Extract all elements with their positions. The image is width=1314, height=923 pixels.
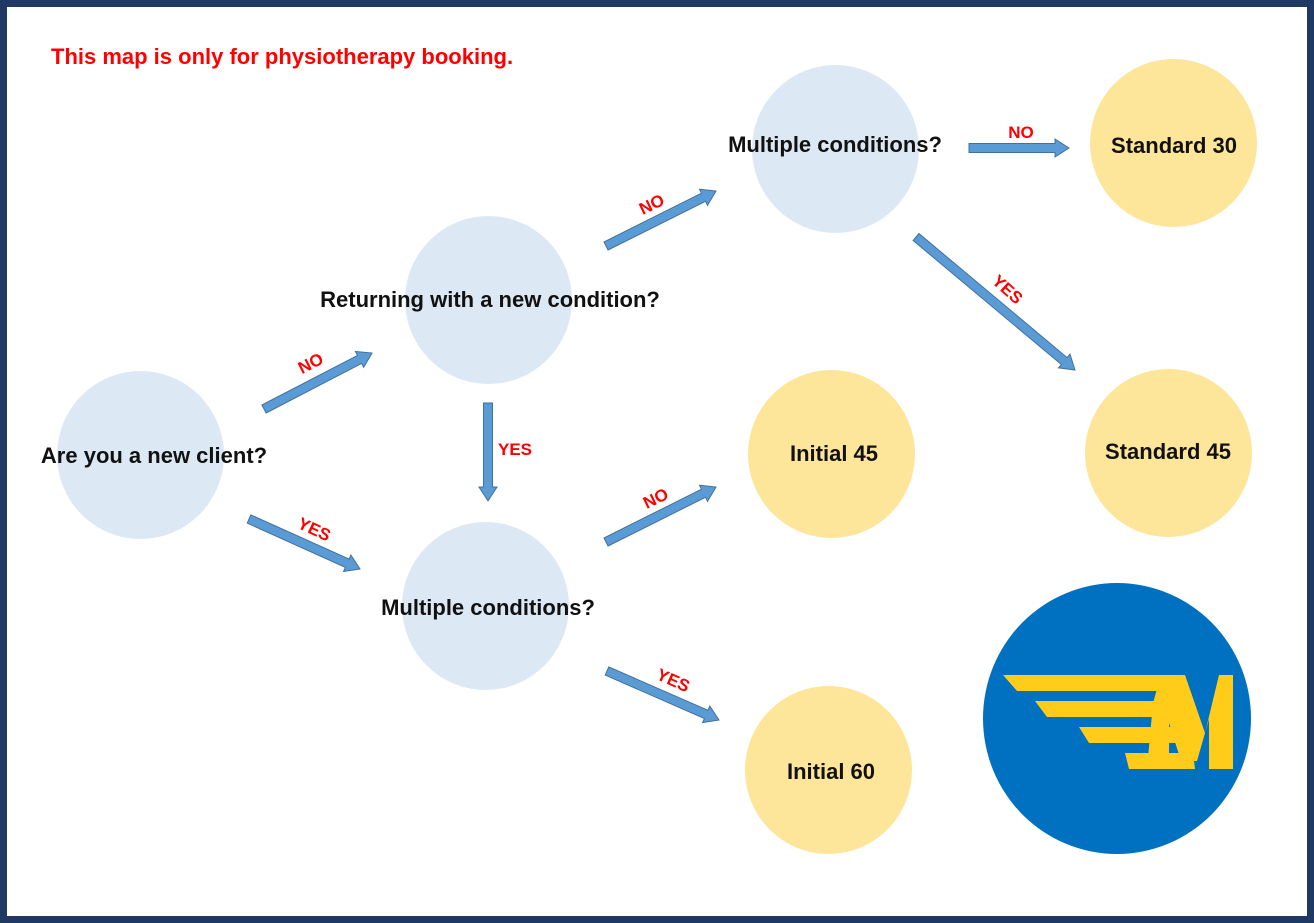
arrow-returning-no xyxy=(603,188,717,251)
node-multiple-bottom-circle xyxy=(402,522,569,690)
node-returning-circle xyxy=(405,216,572,384)
node-new-client-circle xyxy=(57,371,224,539)
node-new-client-label: Are you a new client? xyxy=(40,443,268,468)
arrow-multiple-bottom-no xyxy=(603,484,717,547)
arrow-returning-yes xyxy=(478,402,498,502)
node-initial-45-label: Initial 45 xyxy=(789,441,879,466)
booking-note: This map is only for physiotherapy booki… xyxy=(51,44,514,69)
winged-m-logo-icon xyxy=(1003,675,1233,769)
node-initial-45-circle xyxy=(748,370,915,538)
node-standard-30-label: Standard 30 xyxy=(1111,133,1237,158)
arrow-multiple-top-no xyxy=(968,138,1070,158)
node-standard-45-label: Standard 45 xyxy=(1105,439,1231,464)
node-multiple-bottom-label: Multiple conditions? xyxy=(381,595,595,620)
node-multiple-top-circle xyxy=(752,65,919,233)
node-returning-label: Returning with a new condition? xyxy=(320,287,660,312)
edge-returning-yes-label: YES xyxy=(497,440,533,459)
edge-multiple-top-no-label: NO xyxy=(1008,123,1034,142)
node-initial-60-circle xyxy=(745,686,912,854)
node-initial-60-label: Initial 60 xyxy=(786,759,876,784)
arrow-new-client-yes xyxy=(246,514,361,573)
arrow-multiple-top-yes xyxy=(912,232,1076,371)
arrow-multiple-bottom-yes xyxy=(604,666,720,724)
company-logo xyxy=(983,583,1251,854)
node-standard-45-circle xyxy=(1085,369,1252,537)
arrow-new-client-no xyxy=(261,350,373,414)
node-standard-30-circle xyxy=(1090,59,1257,227)
node-multiple-top-label: Multiple conditions? xyxy=(728,132,942,157)
